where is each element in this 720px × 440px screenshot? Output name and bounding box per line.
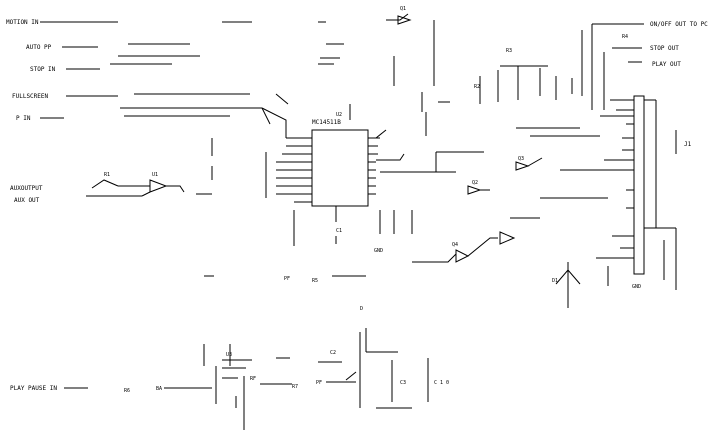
- input-label-fullscreen: FULLSCREEN: [12, 93, 49, 100]
- input-label-auxout-1: AUXOUTPUT: [10, 185, 43, 192]
- wire-ic-out-2: [376, 153, 405, 161]
- buffer-gate-2: [499, 231, 516, 245]
- label-r5: R5: [312, 278, 318, 284]
- label-d2: D: [360, 306, 363, 312]
- label-r4: R4: [622, 34, 628, 40]
- connector-body: [633, 95, 645, 275]
- output-label-3: PLAY OUT: [652, 61, 681, 68]
- label-gnd-2: GND: [632, 284, 641, 290]
- wire-gate-in: [91, 179, 119, 189]
- label-c2: C2: [330, 350, 336, 356]
- wire-bottom-diag: [345, 371, 357, 381]
- wire-diag-2: [261, 107, 271, 125]
- label-gnd-1: GND: [374, 248, 383, 254]
- transistor-top-symbol: [397, 15, 412, 25]
- input-label-auto-pp: AUTO PP: [26, 44, 52, 51]
- label-rf: RF: [250, 376, 256, 382]
- resistor-network: [479, 66, 573, 104]
- main-ic-body: [311, 129, 369, 207]
- label-q2: Q2: [472, 180, 478, 186]
- label-q4: Q4: [452, 242, 458, 248]
- wire-aux-joint: [141, 191, 151, 197]
- label-q3: Q3: [518, 156, 524, 162]
- label-pf: PF: [284, 276, 290, 282]
- main-ic-ref: U2: [336, 112, 342, 118]
- label-d1: D1: [552, 278, 558, 284]
- input-label-bottom: PLAY PAUSE IN: [10, 385, 57, 392]
- connector-pins: [560, 99, 676, 259]
- label-r-net-1: R2: [474, 84, 480, 90]
- buffer-gate-1: [149, 179, 168, 193]
- label-r-net-2: R3: [506, 48, 512, 54]
- wire-q4-in: [412, 253, 457, 263]
- wire-q3-out: [527, 157, 543, 167]
- wire-diag-1: [275, 93, 289, 105]
- transistor-mid-2: [515, 161, 530, 171]
- input-label-auxout-2: AUX OUT: [14, 197, 40, 204]
- label-r6: R6: [124, 388, 130, 394]
- output-label-2: STOP OUT: [650, 45, 679, 52]
- label-c1: C1: [336, 228, 342, 234]
- label-c3: C3: [400, 380, 406, 386]
- transistor-q4: [455, 249, 470, 263]
- label-u1: U1: [152, 172, 158, 178]
- main-ic-left-pins: [276, 137, 312, 203]
- label-r7: R7: [292, 384, 298, 390]
- label-u3: U3: [226, 352, 232, 358]
- main-ic-right-pins: [368, 137, 380, 195]
- label-cap: C 1 0: [434, 380, 449, 386]
- main-ic-label: MC14511B: [312, 119, 341, 126]
- input-label-stop-in: STOP IN: [30, 66, 56, 73]
- input-label-motion: MOTION IN: [6, 19, 39, 26]
- transistor-mid-1: [467, 185, 482, 195]
- connector-label: J1: [684, 141, 692, 148]
- wire-q4-out: [467, 237, 498, 257]
- label-r1: R1: [104, 172, 110, 178]
- input-label-p-in: P IN: [16, 115, 31, 122]
- label-ba: BA: [156, 386, 162, 392]
- wire-gate-out: [166, 185, 185, 193]
- label-pf-2: PF: [316, 380, 322, 386]
- label-top-q: Q1: [400, 6, 406, 12]
- output-label-1: ON/OFF OUT TO PC: [650, 21, 708, 28]
- wire-ic-out-1: [375, 129, 387, 139]
- wire-ic-in-1: [261, 107, 287, 138]
- transistor-top-lead: [386, 13, 409, 21]
